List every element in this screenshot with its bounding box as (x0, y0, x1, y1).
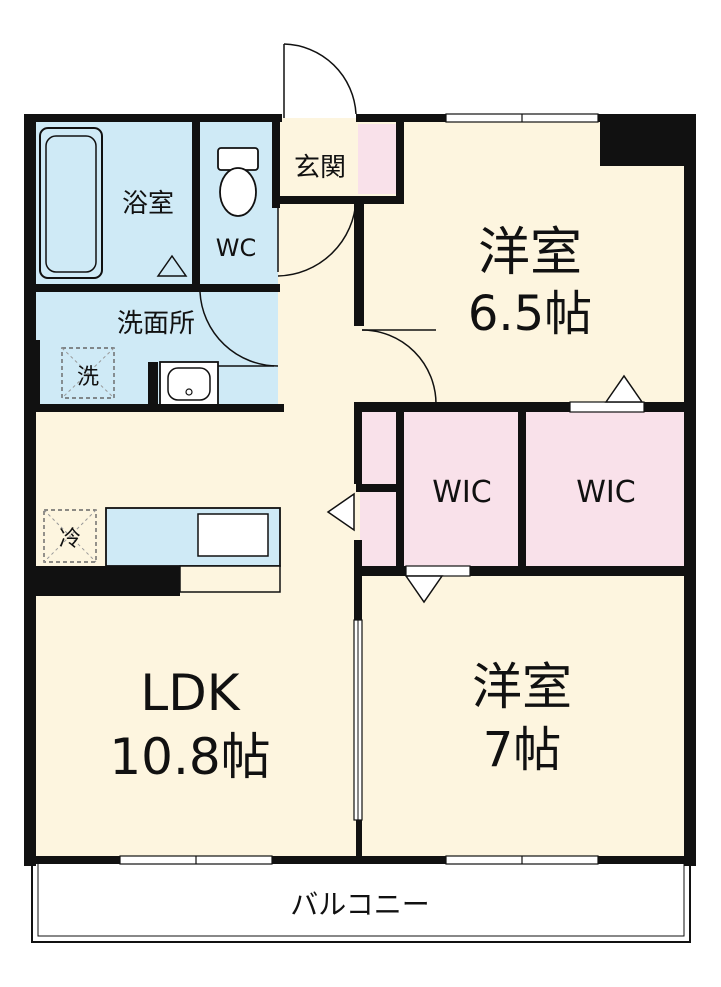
wic-2-label: WIC (576, 475, 635, 510)
balcony (31, 861, 691, 943)
bath-label: 浴室 (122, 189, 174, 219)
western-room-2-name: 洋室 (472, 658, 572, 716)
kitchen-sink (197, 513, 269, 557)
bathtub (39, 127, 103, 279)
western-room-2-floor (356, 568, 692, 862)
wic-1-label: WIC (432, 475, 491, 510)
washroom-label: 洗面所 (117, 309, 195, 339)
washer-label: 洗 (77, 365, 99, 390)
door-swings (199, 43, 437, 405)
entrance-floor (280, 118, 360, 202)
ldk-size: 10.8帖 (109, 728, 270, 786)
entrance-label: 玄関 (294, 153, 346, 183)
western-room-1-floor (356, 118, 692, 408)
wc-label: WC (216, 234, 257, 262)
wic-2-floor (522, 408, 688, 572)
western-room-1-name: 洋室 (478, 223, 582, 283)
sink-icon (159, 361, 219, 407)
western-room-2-size: 7帖 (483, 722, 562, 778)
walls (24, 114, 696, 866)
balcony-label: バルコニー (290, 888, 429, 921)
ldk-floor (28, 404, 364, 862)
western-room-1-size: 6.5帖 (468, 286, 592, 342)
windows (119, 113, 645, 865)
fridge-label: 冷 (59, 527, 81, 552)
washer-space (61, 347, 115, 399)
entrance-closet (358, 124, 398, 194)
hallway-floor (278, 200, 362, 408)
toilet-icon (217, 147, 259, 217)
ldk-name: LDK (140, 664, 240, 722)
fridge-space (43, 509, 97, 563)
